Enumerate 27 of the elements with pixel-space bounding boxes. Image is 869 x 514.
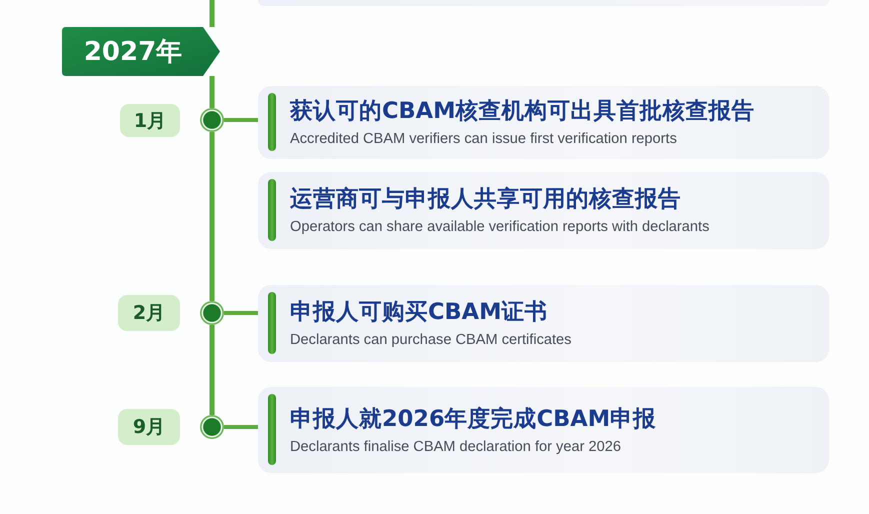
timeline-dot <box>200 301 224 325</box>
event-subtitle: Declarants can purchase CBAM certificates <box>290 331 572 349</box>
connector-line <box>224 425 258 429</box>
event-card <box>258 285 829 362</box>
connector-line <box>224 118 258 122</box>
event-title: 运营商可与申报人共享可用的核查报告 <box>290 185 682 213</box>
year-label: 2027年 <box>82 36 184 69</box>
event-title: 申报人就2026年度完成CBAM申报 <box>290 404 658 432</box>
month-tag: 2月 <box>118 295 180 331</box>
event-card <box>258 172 829 249</box>
timeline-line <box>210 325 214 415</box>
connector-line <box>224 311 258 315</box>
event-title: 获认可的CBAM核查机构可出具首批核查报告 <box>290 97 756 125</box>
event-card <box>258 387 829 473</box>
year-banner <box>62 27 220 76</box>
event-subtitle: Declarants finalise CBAM declaration for year 2026 <box>290 438 622 456</box>
month-tag: 1月 <box>120 104 180 137</box>
timeline-line <box>210 132 214 301</box>
event-subtitle: Accredited CBAM verifiers can issue first verification reports <box>290 130 678 148</box>
timeline-dot <box>200 415 224 439</box>
event-subtitle: Operators can share available verification reports with declarants <box>290 218 710 236</box>
event-title: 申报人可购买CBAM证书 <box>290 298 548 326</box>
event-card <box>258 86 829 159</box>
timeline-dot <box>200 108 224 132</box>
month-tag: 9月 <box>118 409 180 445</box>
timeline-line <box>210 0 214 27</box>
timeline-line <box>210 76 214 108</box>
